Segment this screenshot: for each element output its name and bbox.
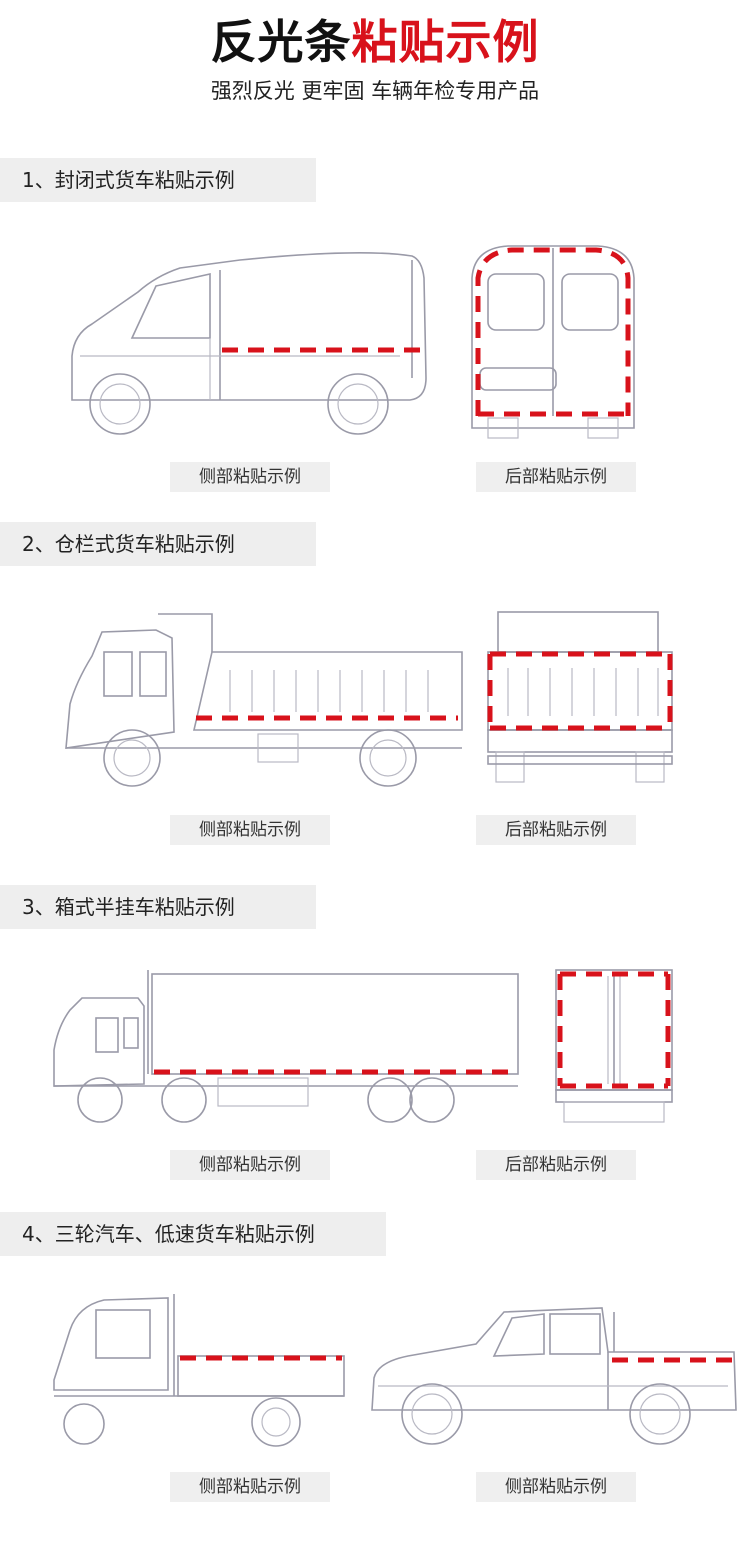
title-part-black: 反光条 — [210, 15, 352, 69]
van-rear-illustration — [471, 245, 635, 439]
pickup-truck-side-illustration — [371, 1307, 737, 1445]
semi-trailer-rear-illustration — [555, 969, 673, 1123]
title-part-red: 粘贴示例 — [351, 15, 540, 69]
section-2-caption-left: 侧部粘贴示例 — [170, 815, 330, 845]
section-2-caption-right: 后部粘贴示例 — [476, 815, 636, 845]
page-subtitle: 强烈反光 更牢固 车辆年检专用产品 — [210, 79, 540, 103]
van-side-illustration — [71, 252, 427, 435]
section-1-caption-left: 侧部粘贴示例 — [170, 462, 330, 492]
section-3-heading: 3、箱式半挂车粘贴示例 — [0, 885, 316, 929]
dump-truck-rear-illustration — [487, 611, 673, 783]
section-4-caption-right: 侧部粘贴示例 — [476, 1472, 636, 1502]
section-1-heading: 1、封闭式货车粘贴示例 — [0, 158, 316, 202]
page-title: 反光条粘贴示例 — [0, 14, 750, 70]
section-4-heading: 4、三轮汽车、低速货车粘贴示例 — [0, 1212, 386, 1256]
section-2-heading: 2、仓栏式货车粘贴示例 — [0, 522, 316, 566]
semi-trailer-side-illustration — [53, 970, 519, 1123]
dump-truck-side-illustration — [65, 613, 463, 787]
three-wheeler-side-illustration — [53, 1294, 345, 1447]
section-3-caption-right: 后部粘贴示例 — [476, 1150, 636, 1180]
section-4-caption-left: 侧部粘贴示例 — [170, 1472, 330, 1502]
section-3-caption-left: 侧部粘贴示例 — [170, 1150, 330, 1180]
section-1-caption-right: 后部粘贴示例 — [476, 462, 636, 492]
